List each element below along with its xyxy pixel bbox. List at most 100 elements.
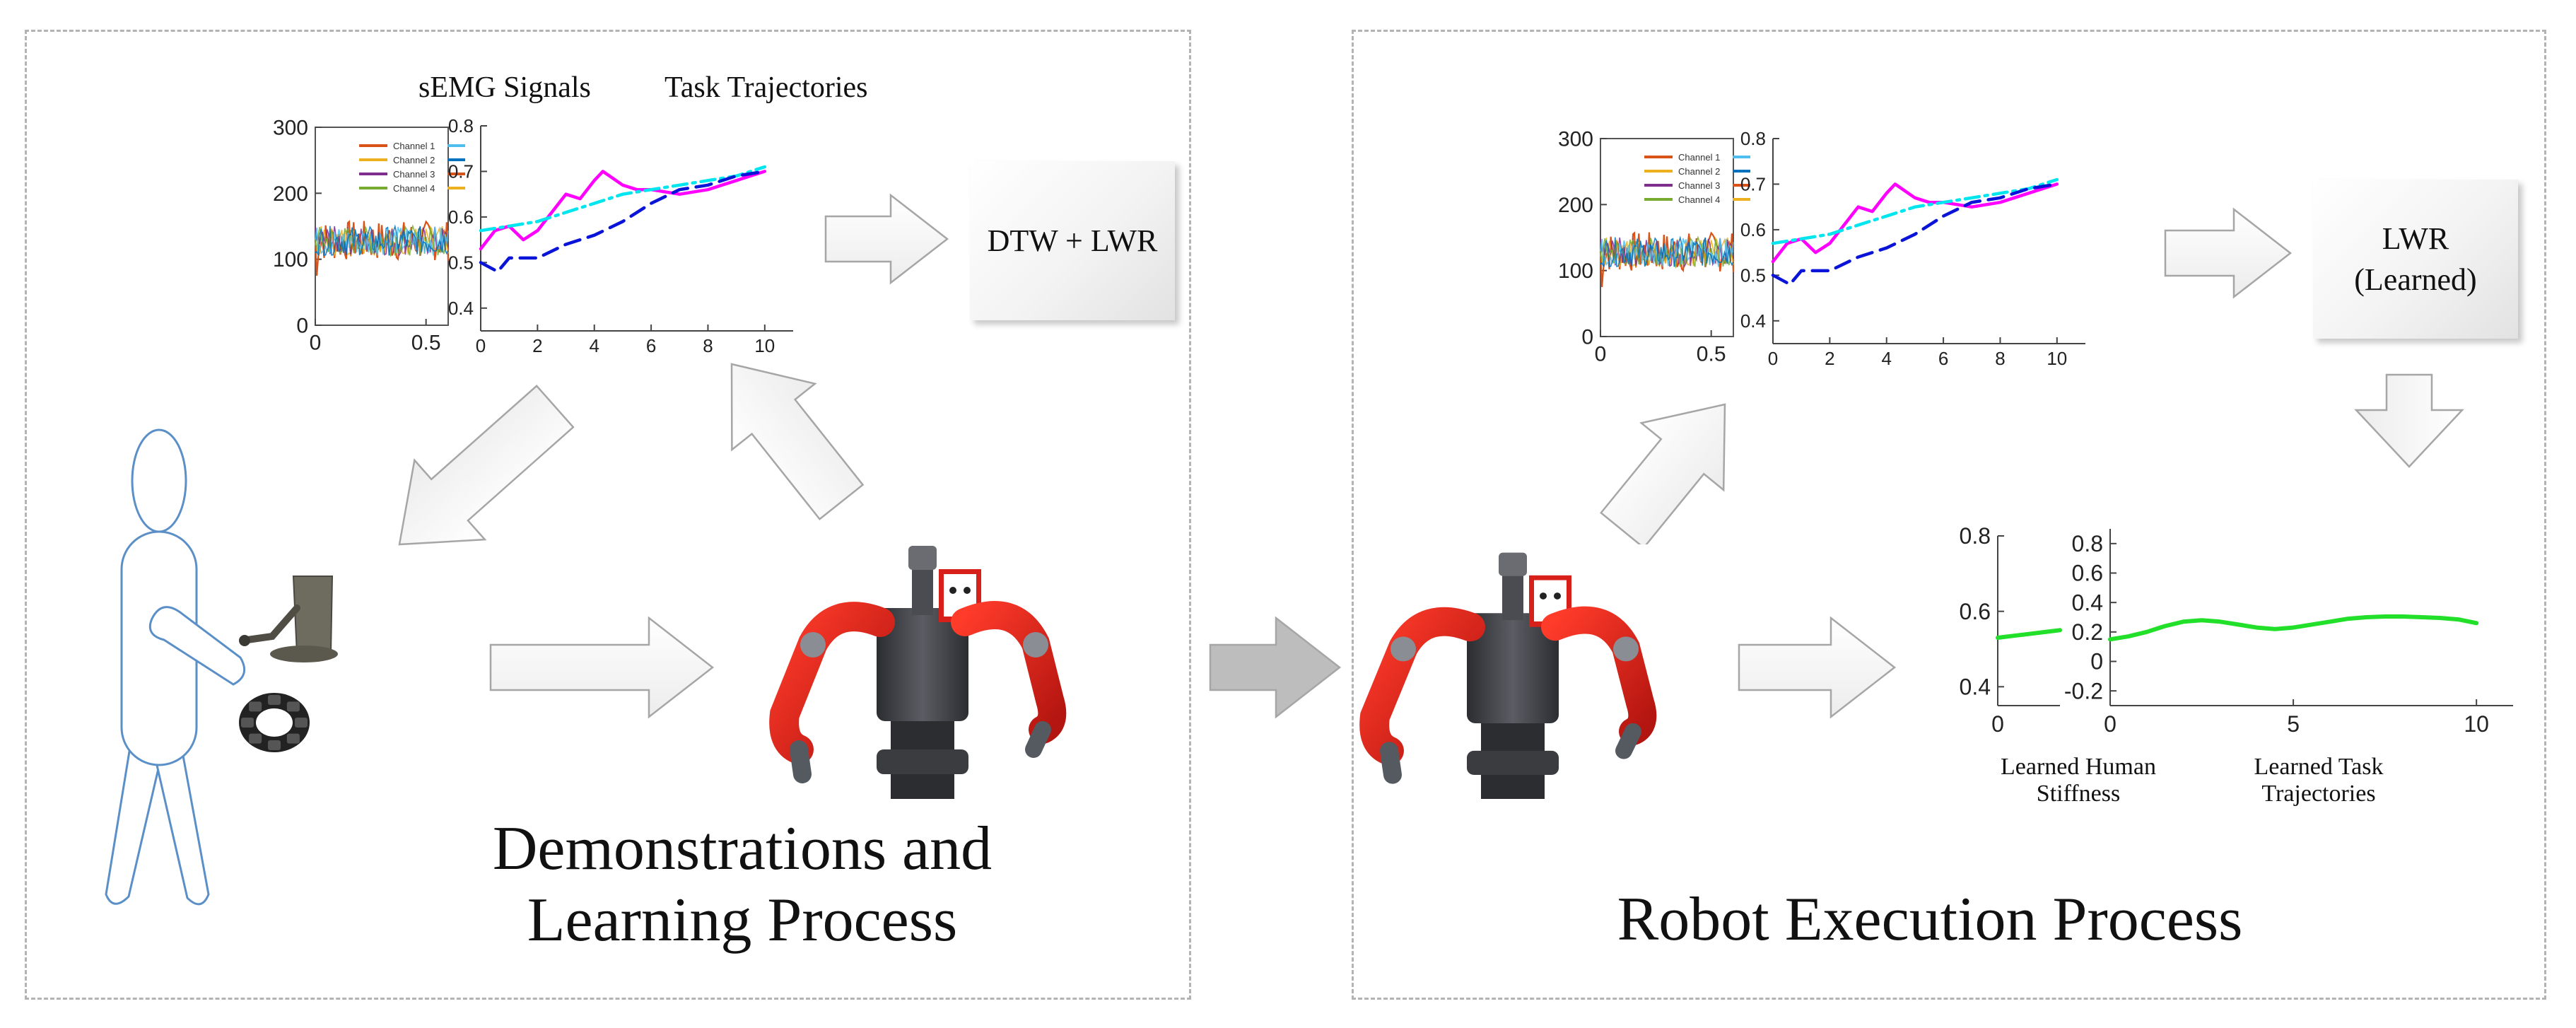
arrow-up-to-charts	[730, 363, 865, 521]
arrow-robot-to-charts	[1600, 403, 1726, 549]
robot-left-joint	[1391, 636, 1416, 662]
y-tick-label: 0.4	[1740, 310, 1766, 332]
dtw-lwr-label: DTW + LWR	[987, 223, 1158, 258]
x-tick-label: 0	[1768, 348, 1778, 369]
learned-task-trajectories-line1: Learned Task	[2254, 754, 2384, 780]
robot-neck	[912, 566, 933, 615]
y-tick-label: 0.8	[1740, 128, 1766, 149]
arrow-to-dtw-lwr	[824, 193, 949, 285]
robot-torso	[877, 608, 968, 721]
y-tick-label: 0	[1581, 326, 1593, 349]
demonstration-title-line1: Demonstrations and	[492, 814, 993, 883]
y-tick-label: 0.2	[2072, 619, 2103, 645]
haptic-stylus	[239, 635, 250, 646]
y-tick-label: 0.6	[448, 206, 474, 228]
legend-label: Channel 4	[1678, 194, 1720, 205]
arrow-lwr-down	[2354, 373, 2464, 468]
y-tick-label: 300	[273, 117, 308, 140]
x-tick-label: 6	[646, 335, 656, 356]
armband-sensor	[249, 733, 262, 744]
x-tick-label: 0	[1991, 711, 2004, 737]
arrow-to-learned-plots	[1738, 616, 1897, 719]
baxter-robot-icon-exec	[1359, 544, 1665, 799]
task-trajectories-label: Task Trajectories	[665, 71, 868, 104]
human-head	[131, 428, 187, 533]
robot-head-top	[1499, 552, 1527, 576]
lwr-label: LWR	[2382, 221, 2449, 257]
x-tick-label: 10	[2464, 711, 2489, 737]
armband-sensor	[249, 701, 262, 712]
dtw-lwr-box: DTW + LWR	[970, 161, 1175, 320]
y-tick-label: 100	[1558, 259, 1593, 283]
x-tick-label: 0	[310, 332, 322, 355]
y-tick-label: 0.8	[448, 115, 474, 136]
learned-human-stiffness-line1: Learned Human	[2001, 754, 2156, 780]
series-line-2	[1771, 177, 2059, 245]
series-line-1	[479, 170, 767, 251]
y-tick-label: 0	[296, 315, 308, 338]
semg-channel-trace-6	[315, 224, 449, 257]
robot-right-gripper	[1025, 721, 1051, 758]
armband-sensor	[268, 695, 281, 705]
robot-left-gripper	[1380, 742, 1402, 784]
y-tick-label: 0.6	[2072, 561, 2103, 586]
y-tick-label: 0.6	[1740, 219, 1766, 240]
x-tick-label: 10	[2047, 348, 2067, 369]
lwr-learned-box: LWR (Learned)	[2313, 180, 2518, 339]
robot-left-joint	[800, 632, 826, 658]
x-tick-label: 0.5	[1697, 343, 1726, 366]
learned-label: (Learned)	[2354, 262, 2477, 297]
robot-left-gripper	[790, 740, 812, 783]
y-tick-label: 0.4	[2072, 590, 2103, 615]
haptic-base	[270, 646, 338, 662]
x-tick-label: 8	[703, 335, 713, 356]
execution-title: Robot Execution Process	[1617, 885, 2243, 954]
x-tick-label: 10	[754, 335, 775, 356]
robot-eye	[1554, 592, 1561, 600]
series-line-3	[479, 170, 767, 274]
learned-task-trajectories-caption: Learned Task Trajectories	[2199, 754, 2439, 807]
y-tick-label: 0	[2090, 649, 2103, 674]
legend-label: Channel 4	[393, 183, 435, 194]
learned-task-trajectories-line2: Trajectories	[2261, 781, 2376, 807]
armband-sensor	[286, 701, 300, 712]
y-tick-label: 0.4	[1960, 674, 1991, 700]
series-line-2	[479, 165, 767, 233]
y-tick-label: 0.8	[2072, 531, 2103, 556]
semg-channel-trace-1	[314, 220, 450, 276]
x-tick-label: 6	[1938, 348, 1948, 369]
human-operator-icon	[105, 428, 246, 906]
human-arm	[148, 606, 246, 686]
demonstration-panel	[25, 30, 1191, 1000]
robot-eye	[964, 587, 971, 594]
x-tick-label: 5	[2287, 711, 2300, 737]
emg-armband-icon	[239, 693, 310, 752]
armband-sensor	[268, 740, 281, 750]
y-tick-label: 0.8	[1960, 523, 1991, 549]
armband-sensor	[286, 733, 300, 744]
baxter-robot-icon-demo	[769, 537, 1075, 799]
y-tick-label: 0.5	[448, 252, 474, 273]
semg-channel-trace-1	[1599, 231, 1735, 288]
armband-sensor	[241, 718, 254, 728]
demonstration-title-line2: Learning Process	[527, 886, 958, 955]
haptic-tower	[292, 576, 334, 655]
arrow-to-lwr-learned	[2164, 207, 2293, 299]
x-tick-label: 0	[2104, 711, 2117, 737]
armband-sensor	[295, 718, 308, 728]
robot-neck	[1502, 571, 1523, 621]
y-tick-label: 300	[1558, 128, 1593, 151]
x-tick-label: 0	[476, 335, 486, 356]
execution-panel	[1352, 30, 2546, 1000]
learned-human-stiffness-line2: Stiffness	[2036, 781, 2121, 807]
haptic-arm	[244, 604, 300, 643]
y-tick-label: 0.7	[1740, 174, 1766, 195]
series-line-1	[1996, 628, 2062, 640]
robot-eye	[949, 587, 956, 594]
x-tick-label: 8	[1995, 348, 2005, 369]
